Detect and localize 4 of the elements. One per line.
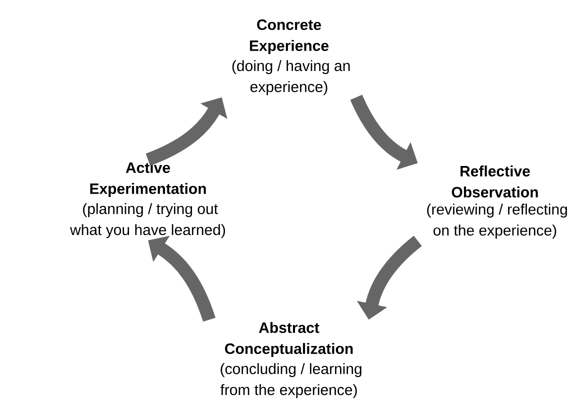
stage-text: Active Experimentation (planning / trying out what you have learned) [70, 162, 225, 238]
stage-text: Reflective Observation (reviewing / reflecting on the experience) [427, 166, 567, 239]
stage-text: Concrete Experience (doing / having an experience) [232, 19, 350, 96]
stage-text: Abstract Conceptualization (concluding / learning from the experience) [220, 322, 362, 398]
